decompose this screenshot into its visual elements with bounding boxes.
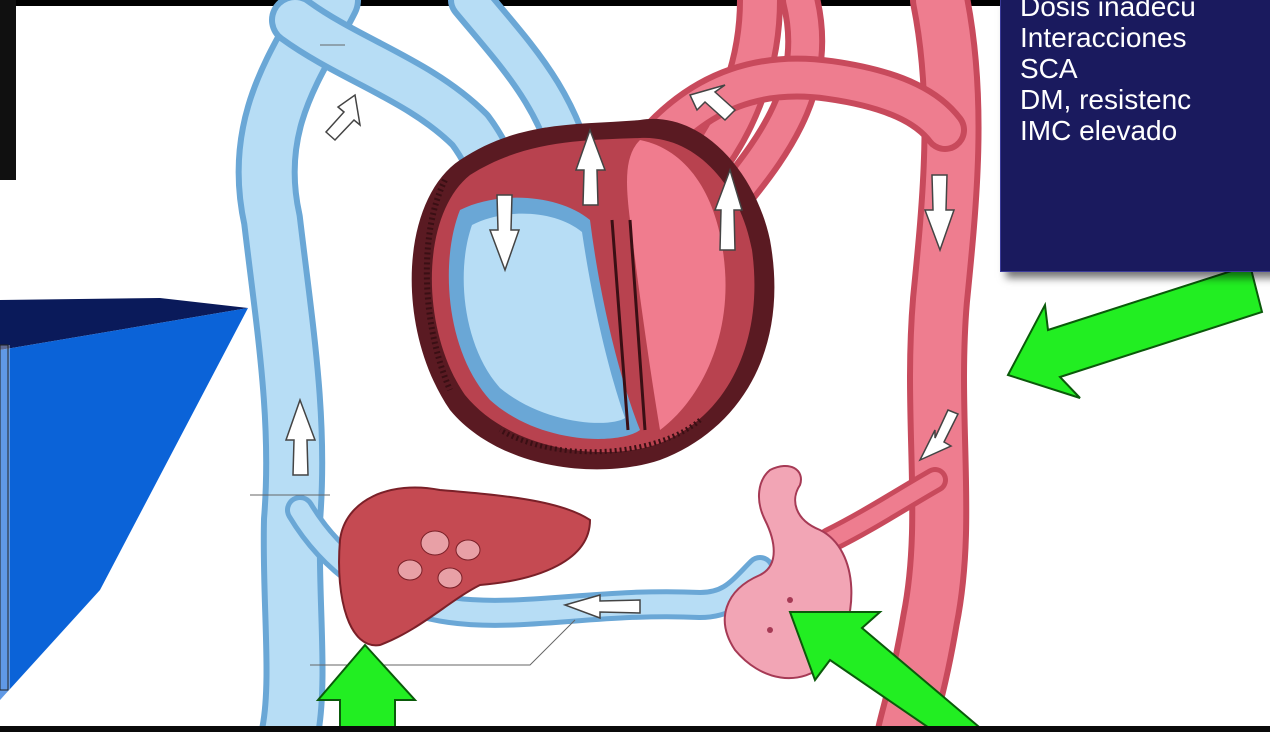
risk-factor-item: Interacciones	[1020, 22, 1270, 53]
risk-factor-item: SCA	[1020, 53, 1270, 84]
risk-factor-item: DM, resistenc	[1020, 84, 1270, 115]
risk-factors-list: Dosis inadecu Interacciones SCA DM, resi…	[1001, 0, 1270, 146]
green-arrow-liver	[318, 645, 415, 732]
risk-factor-item: IMC elevado	[1020, 115, 1270, 146]
blue-3d-panel	[0, 298, 248, 700]
risk-factor-item: Dosis inadecu	[1020, 0, 1270, 22]
risk-factors-box: Dosis inadecu Interacciones SCA DM, resi…	[1000, 0, 1270, 272]
dark-corner-panel	[0, 0, 16, 180]
green-arrow-right	[1008, 265, 1262, 398]
bottom-strip	[0, 726, 1270, 732]
